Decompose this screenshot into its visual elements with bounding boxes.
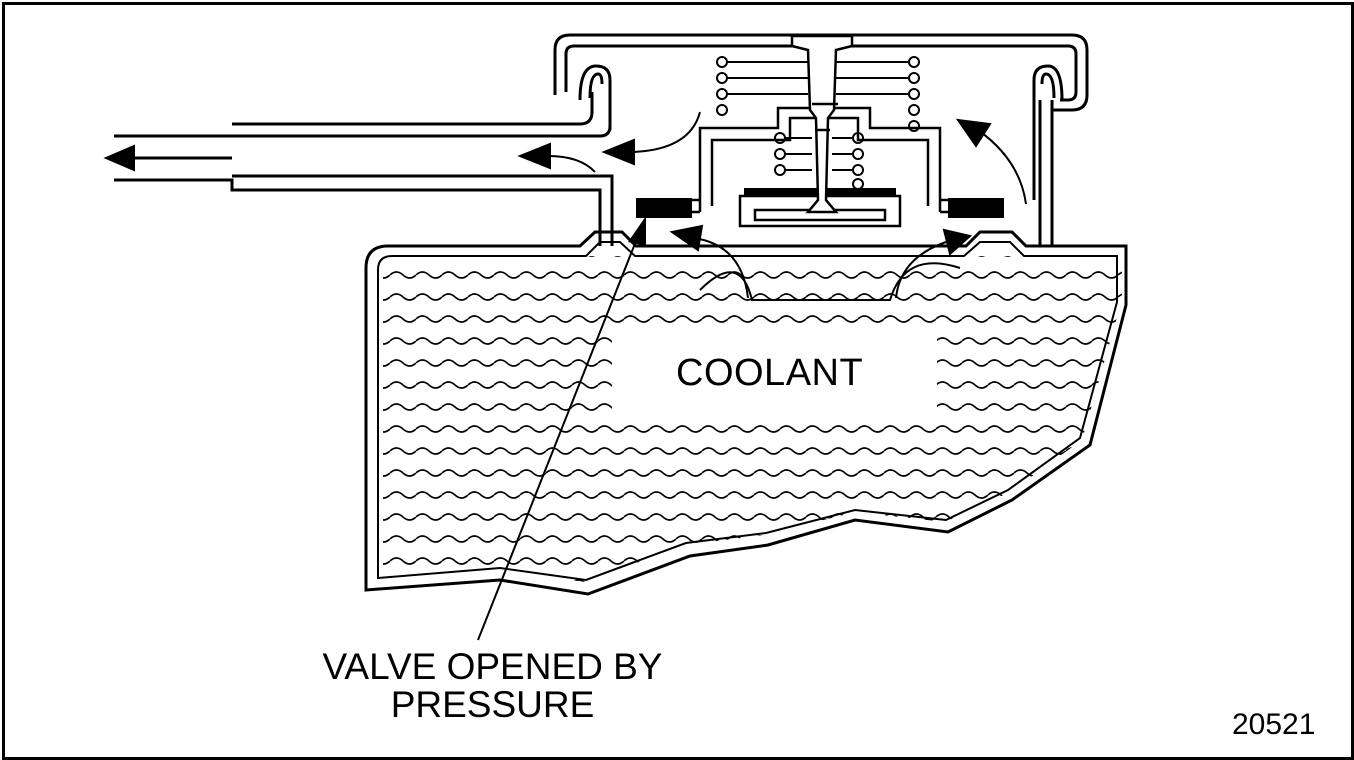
pressure-spring <box>716 56 920 132</box>
valve-callout: VALVE OPENED BY PRESSURE <box>300 648 685 724</box>
callout-leader <box>477 216 646 641</box>
coolant-label: COOLANT <box>676 352 864 394</box>
vacuum-spring <box>774 132 864 190</box>
figure-number: 20521 <box>1232 708 1316 741</box>
coolant-waves <box>383 256 1122 582</box>
flow-arrows <box>103 111 1027 299</box>
radiator-cap <box>553 33 1089 200</box>
coolant-label-area <box>612 335 937 415</box>
callout-line-1: VALVE OPENED BY <box>322 646 663 687</box>
seat-flow-gap <box>699 262 961 301</box>
callout-line-2: PRESSURE <box>390 684 595 725</box>
valve-stem <box>790 34 854 214</box>
